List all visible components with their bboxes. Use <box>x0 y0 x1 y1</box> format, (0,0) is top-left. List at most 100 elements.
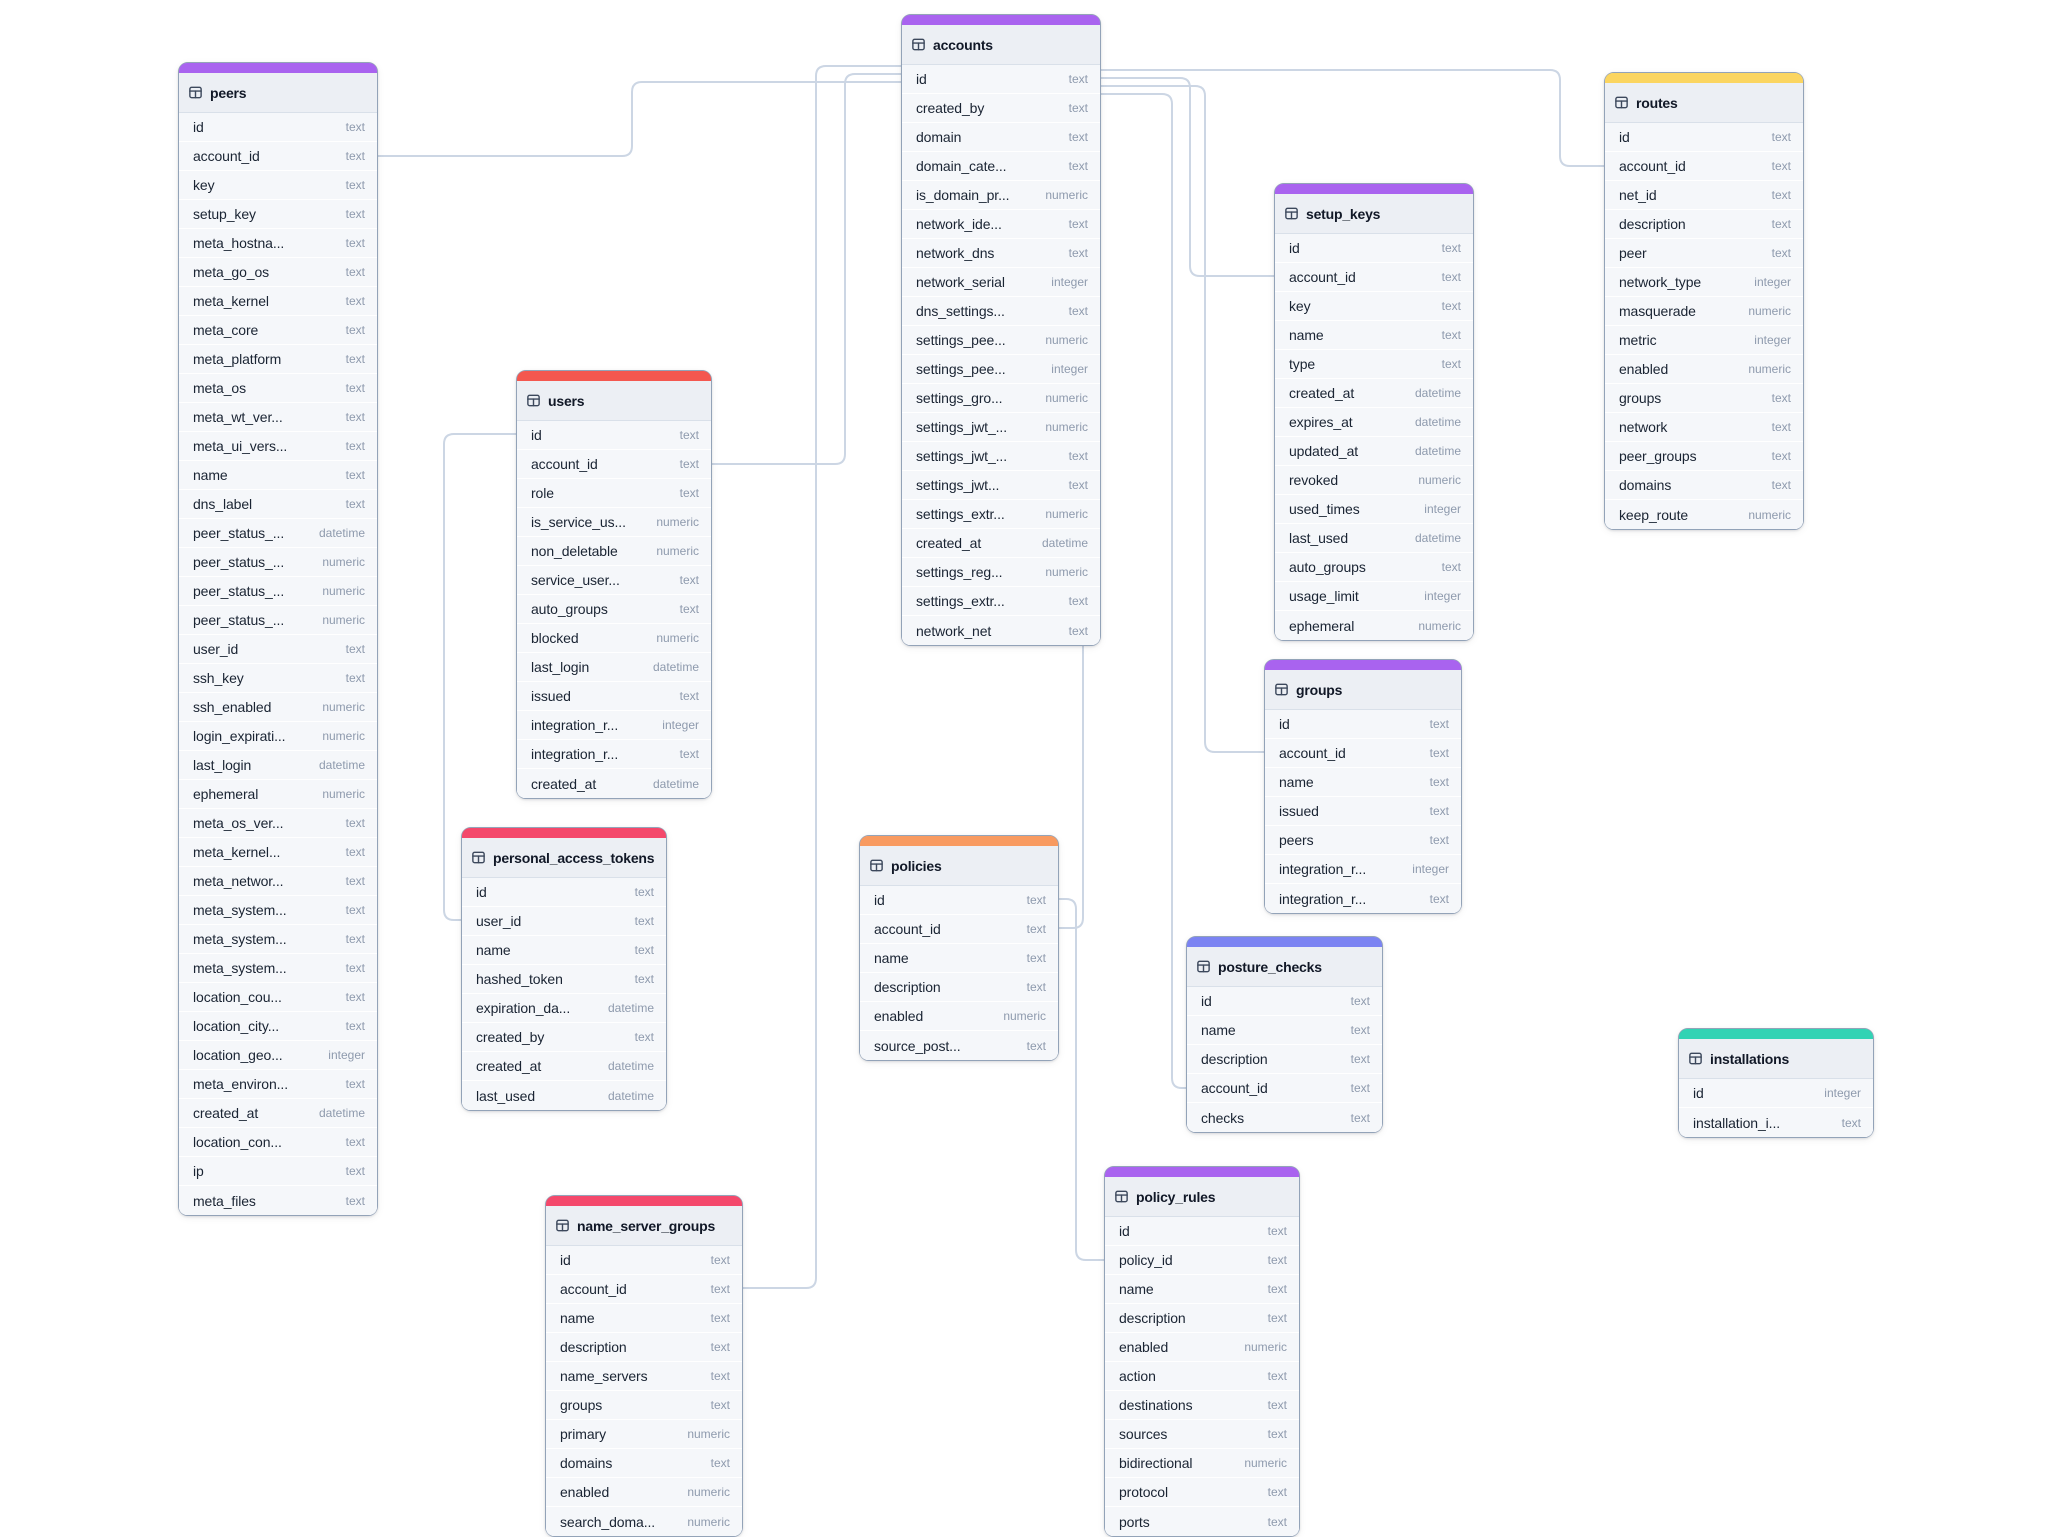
field-type: integer <box>1824 1086 1861 1100</box>
table-icon <box>1688 1051 1703 1066</box>
table-accent-bar <box>1105 1167 1299 1177</box>
table-header-personal_access_tokens[interactable]: personal_access_tokens <box>462 838 666 878</box>
field-row-accounts-domain_cate: domain_cate...text <box>902 152 1100 181</box>
table-header-groups[interactable]: groups <box>1265 670 1461 710</box>
field-name: network_net <box>916 622 992 639</box>
field-type: numeric <box>1748 362 1791 376</box>
field-name: id <box>916 71 927 87</box>
field-name: created_at <box>193 1105 259 1121</box>
field-type: text <box>679 457 699 471</box>
table-header-accounts[interactable]: accounts <box>902 25 1100 65</box>
field-row-accounts-id: id text <box>902 65 1100 94</box>
field-name: name <box>560 1310 595 1326</box>
field-type: numeric <box>687 1427 730 1441</box>
field-name: login_expirati... <box>193 728 286 744</box>
field-type: text <box>345 410 365 424</box>
field-type: numeric <box>1748 507 1791 522</box>
field-name: sources <box>1119 1426 1168 1442</box>
field-type: text <box>345 903 365 917</box>
field-name: description <box>1119 1310 1186 1326</box>
field-row-accounts-dns_settings: dns_settings...text <box>902 297 1100 326</box>
field-row-name_server_groups-search_doma: search_doma...numeric <box>546 1507 742 1536</box>
field-name: user_id <box>476 913 522 929</box>
field-type: text <box>345 381 365 395</box>
field-name: primary <box>560 1426 606 1442</box>
field-type: text <box>1771 478 1791 492</box>
field-type: text <box>345 178 365 192</box>
table-header-posture_checks[interactable]: posture_checks <box>1187 947 1382 987</box>
field-name: id <box>1619 129 1630 145</box>
field-type: text <box>634 914 654 928</box>
table-header-policy_rules[interactable]: policy_rules <box>1105 1177 1299 1217</box>
field-type: text <box>634 885 654 899</box>
field-row-peers-meta_networ: meta_networ...text <box>179 867 377 896</box>
table-header-policies[interactable]: policies <box>860 846 1058 886</box>
field-type: text <box>345 294 365 308</box>
field-type: integer <box>1424 502 1461 516</box>
table-accent-bar <box>462 828 666 838</box>
field-name: last_used <box>1289 530 1349 546</box>
field-type: datetime <box>1414 386 1461 400</box>
field-name: peer_status_... <box>193 525 285 541</box>
field-type: text <box>1350 1052 1370 1066</box>
table-header-name_server_groups[interactable]: name_server_groups <box>546 1206 742 1246</box>
field-name: integration_r... <box>531 717 619 733</box>
field-row-groups-integration_r: integration_r...integer <box>1265 855 1461 884</box>
field-type: text <box>345 961 365 975</box>
field-name: created_at <box>531 775 597 792</box>
field-type: text <box>1068 246 1088 260</box>
field-type: text <box>345 323 365 337</box>
field-name: hashed_token <box>476 971 563 987</box>
field-name: domain <box>916 129 962 145</box>
field-type: text <box>345 120 365 134</box>
table-header-users[interactable]: users <box>517 381 711 421</box>
field-row-accounts-settings_extr: settings_extr...numeric <box>902 500 1100 529</box>
table-header-setup_keys[interactable]: setup_keys <box>1275 194 1473 234</box>
field-type: text <box>679 602 699 616</box>
table-header-peers[interactable]: peers <box>179 73 377 113</box>
field-row-users-integration_r: integration_r...integer <box>517 711 711 740</box>
table-icon <box>1196 959 1211 974</box>
field-name: ports <box>1119 1513 1150 1530</box>
field-name: id <box>560 1252 571 1268</box>
table-header-installations[interactable]: installations <box>1679 1039 1873 1079</box>
field-type: text <box>1068 72 1088 86</box>
field-type: text <box>1026 1038 1046 1053</box>
table-header-routes[interactable]: routes <box>1605 83 1803 123</box>
field-name: last_used <box>476 1087 536 1104</box>
table-icon <box>1274 682 1289 697</box>
